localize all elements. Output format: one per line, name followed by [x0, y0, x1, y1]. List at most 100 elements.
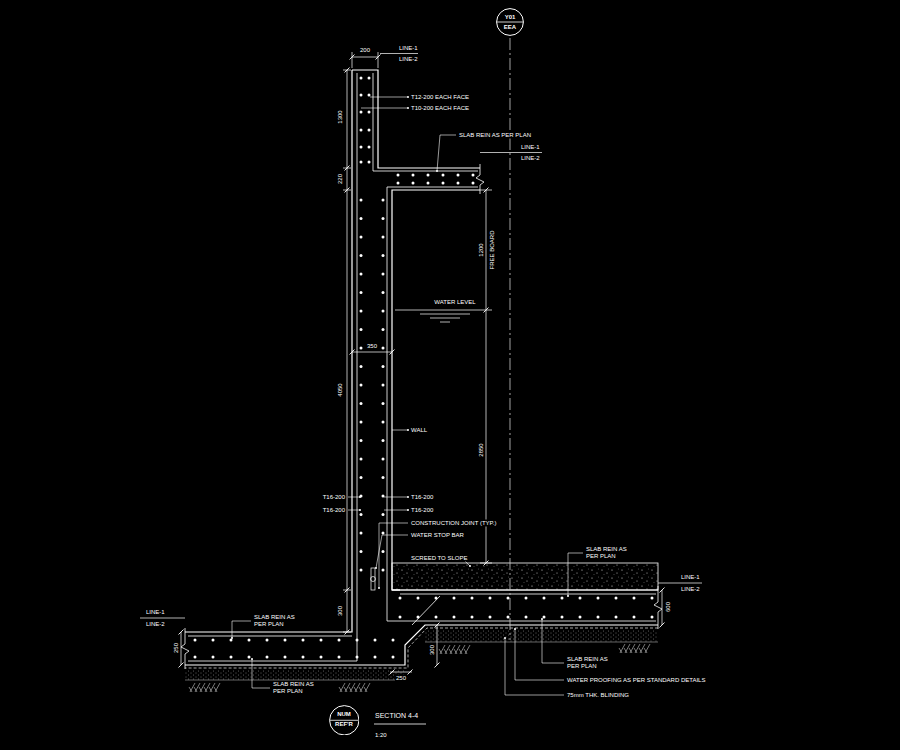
level-line [140, 618, 185, 619]
generated-details [140, 52, 702, 695]
rebar-dot [412, 174, 415, 177]
rebar-dot [507, 597, 510, 600]
earth-hatch [645, 644, 650, 653]
earth-hatch [639, 648, 642, 653]
earth-hatch [619, 648, 622, 653]
bubble-outline [329, 705, 360, 736]
rebar-dot [382, 347, 385, 350]
bubble-divider [330, 719, 359, 720]
dimension-tick [435, 623, 440, 628]
earth-hatch [339, 687, 342, 692]
dimension-line [352, 57, 378, 58]
rebar-dot [382, 236, 385, 239]
level-tag: LINE-1 [145, 609, 166, 616]
scale-text: 1:20 [374, 731, 388, 739]
dimension-tick [345, 588, 350, 593]
rebar-dot [360, 94, 363, 97]
earth-hatch [634, 648, 637, 653]
dimension-tick [345, 188, 350, 193]
water-level-symbol [395, 310, 480, 322]
rebar-dot [374, 639, 377, 642]
rebar-dot [360, 199, 363, 202]
rebar-note: SLAB REIN AS PER PLAN [566, 656, 618, 670]
rebar-note: SLAB REIN AS PER PLAN [585, 546, 637, 560]
rebar-dot [360, 146, 363, 149]
level-tag: LINE-2 [680, 586, 701, 593]
rebar-dot [360, 550, 363, 553]
leader-dot [251, 658, 253, 660]
rebar-dot [453, 597, 456, 600]
bubble-divider [497, 22, 523, 23]
dimension-tick [345, 630, 350, 635]
rebar-dot [360, 236, 363, 239]
earth-hatch [354, 687, 357, 692]
rebar-dot [561, 597, 564, 600]
rebar-dot [633, 597, 636, 600]
section-reference-bubble: NUMREF'R [329, 705, 360, 736]
rebar-note: T10-200 EACH FACE [410, 105, 470, 112]
dimension-line [486, 190, 487, 563]
dimension-tick [350, 350, 355, 355]
section-title: SECTION 4-4 [374, 711, 419, 720]
callout-note: WATER STOP BAR [410, 532, 465, 539]
element-tag: WALL [410, 427, 428, 434]
leader-dot [359, 496, 361, 498]
bubble-text: EEA [504, 24, 516, 31]
leader-line [568, 553, 583, 596]
rebar-dot [382, 569, 385, 572]
earth-hatch [644, 648, 647, 653]
rebar-dot [248, 656, 251, 659]
leader-line [348, 510, 360, 511]
screed-fill [392, 563, 658, 590]
dimension-tick [179, 663, 184, 668]
leader-dot [436, 170, 438, 172]
rebar-dot [435, 616, 438, 619]
level-tag: LINE-2 [398, 56, 419, 63]
rebar-dot [360, 532, 363, 535]
dimension-tick [435, 663, 440, 668]
callout-note: 75mm THK. BLINDING [566, 692, 630, 699]
level-line [380, 53, 418, 54]
bubble-circle [497, 9, 524, 36]
leader-line [384, 497, 408, 498]
earth-hatch [465, 645, 470, 654]
rebar-dot [284, 656, 287, 659]
dimension-text: 1200 [478, 242, 485, 257]
rebar-dot [360, 384, 363, 387]
rebar-dot [338, 656, 341, 659]
dimension-tick [345, 166, 350, 171]
rebar-dot [356, 639, 359, 642]
dimension-tick [660, 588, 665, 593]
rebar-note: SLAB REIN AS PER PLAN [253, 614, 305, 628]
rebar-dot [543, 616, 546, 619]
rebar-dot [212, 656, 215, 659]
rebar-dot [615, 616, 618, 619]
rebar-dot [579, 616, 582, 619]
rebar-dot [382, 513, 385, 516]
grid-center-line [510, 38, 511, 640]
water-level-tag: WATER LEVEL [433, 299, 476, 306]
dimension-tick [390, 670, 395, 675]
rebar-note: T12-200 EACH FACE [410, 94, 470, 101]
rebar-dot [266, 639, 269, 642]
rebar-dot [442, 182, 445, 185]
rebar-dot [382, 310, 385, 313]
rebar-dot [489, 616, 492, 619]
dimension-text: 1300 [337, 109, 344, 124]
rebar-dot [392, 656, 395, 659]
concrete-outline [185, 70, 658, 665]
rebar-dot [382, 550, 385, 553]
leader-line [542, 619, 564, 663]
level-tag: LINE-1 [398, 45, 419, 52]
dimension-text: 300 [337, 605, 344, 617]
earth-hatch [365, 683, 370, 692]
rebar-dot [457, 182, 460, 185]
earth-hatch [454, 649, 457, 654]
rebar-dot [368, 94, 371, 97]
rebar-dot [615, 597, 618, 600]
rebar-dot [435, 597, 438, 600]
blinding-layer [425, 630, 658, 642]
rebar-dot [368, 129, 371, 132]
rebar-dot [368, 161, 371, 164]
